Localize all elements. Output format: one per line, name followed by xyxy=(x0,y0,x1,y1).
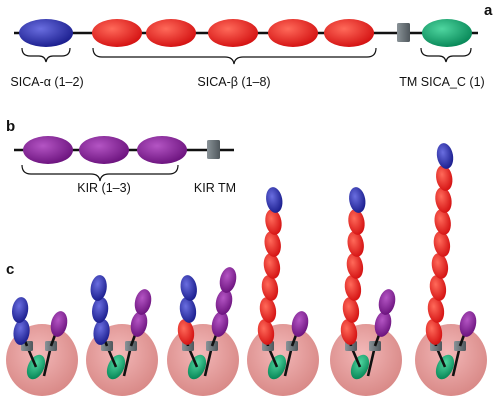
sica-beta-domain xyxy=(433,231,451,257)
sica-alpha-bracket xyxy=(21,47,71,63)
sica-beta-domain xyxy=(259,297,277,323)
sica-beta-domain xyxy=(261,275,279,301)
kir-domain xyxy=(23,136,73,164)
sica-alpha-label: SICA-α (1–2) xyxy=(10,75,83,89)
sica-alpha-domain xyxy=(93,319,110,345)
kir-domain xyxy=(79,136,129,164)
kir-domain xyxy=(137,136,187,164)
kir-tm-segment xyxy=(207,140,220,159)
sica-beta-domain xyxy=(434,209,451,235)
sica-beta-domain xyxy=(347,231,364,257)
tm-sica-c-label: TM SICA_C (1) xyxy=(399,75,484,89)
sica-beta-domain xyxy=(425,319,443,345)
sica-beta-domain xyxy=(431,253,449,279)
sica-beta-domain xyxy=(346,253,364,279)
kir-domain xyxy=(211,311,229,337)
sica-beta-label: SICA-β (1–8) xyxy=(197,75,270,89)
sica-beta-bracket xyxy=(92,47,377,65)
kir-domain xyxy=(215,289,233,315)
sica-beta-domain xyxy=(208,19,258,47)
sica-alpha-domain xyxy=(349,187,366,213)
panel-letter-b: b xyxy=(6,118,15,135)
sica-beta-domain xyxy=(92,19,142,47)
panel-letter-c: c xyxy=(6,261,14,278)
panel-a-schematic: SICA-α (1–2) SICA-β (1–8) TM SICA_C (1) xyxy=(10,19,485,89)
sica-beta-domain xyxy=(265,209,282,235)
sica-beta-domain xyxy=(268,19,318,47)
kir-domain xyxy=(50,311,68,337)
sica-alpha-domain xyxy=(13,319,30,345)
kir-domain xyxy=(459,311,477,337)
sica-alpha-domain xyxy=(11,297,29,323)
panel-c-variants xyxy=(6,143,487,396)
sica-c-domain xyxy=(422,19,472,47)
sica-beta-domain xyxy=(348,209,365,235)
sica-c-bracket xyxy=(420,47,472,63)
panel-letter-a: a xyxy=(484,2,493,19)
sica-beta-domain xyxy=(324,19,374,47)
sica-alpha-domain xyxy=(91,297,109,323)
tm-segment xyxy=(397,23,410,42)
sica-beta-domain xyxy=(435,187,452,213)
sica-beta-domain xyxy=(263,253,281,279)
kir-label: KIR (1–3) xyxy=(77,181,131,195)
kir-domain xyxy=(378,289,396,315)
kir-domain xyxy=(219,267,237,293)
sica-alpha-domain xyxy=(179,297,197,323)
sica-beta-domain xyxy=(264,231,281,257)
kir-domain xyxy=(374,311,392,337)
kir-domain xyxy=(134,289,152,315)
sica-beta-domain xyxy=(436,165,453,191)
kir-tm-label: KIR TM xyxy=(194,181,236,195)
panel-b-schematic: KIR (1–3) KIR TM xyxy=(14,136,236,195)
sica-alpha-domain xyxy=(436,143,454,169)
sica-alpha-domain xyxy=(180,275,197,301)
kir-domain xyxy=(130,311,148,337)
sica-alpha-domain xyxy=(266,187,283,213)
sica-beta-domain xyxy=(340,319,358,345)
sica-beta-domain xyxy=(344,275,362,301)
sica-beta-domain xyxy=(429,275,447,301)
sica-beta-domain xyxy=(177,319,195,345)
sica-beta-domain xyxy=(146,19,196,47)
sica-alpha-domain xyxy=(19,19,73,47)
sica-alpha-domain xyxy=(90,275,107,301)
sica-beta-domain xyxy=(427,297,445,323)
sica-beta-domain xyxy=(342,297,360,323)
sica-beta-domain xyxy=(257,319,275,345)
kir-bracket xyxy=(21,164,179,182)
kir-domain xyxy=(291,311,309,337)
